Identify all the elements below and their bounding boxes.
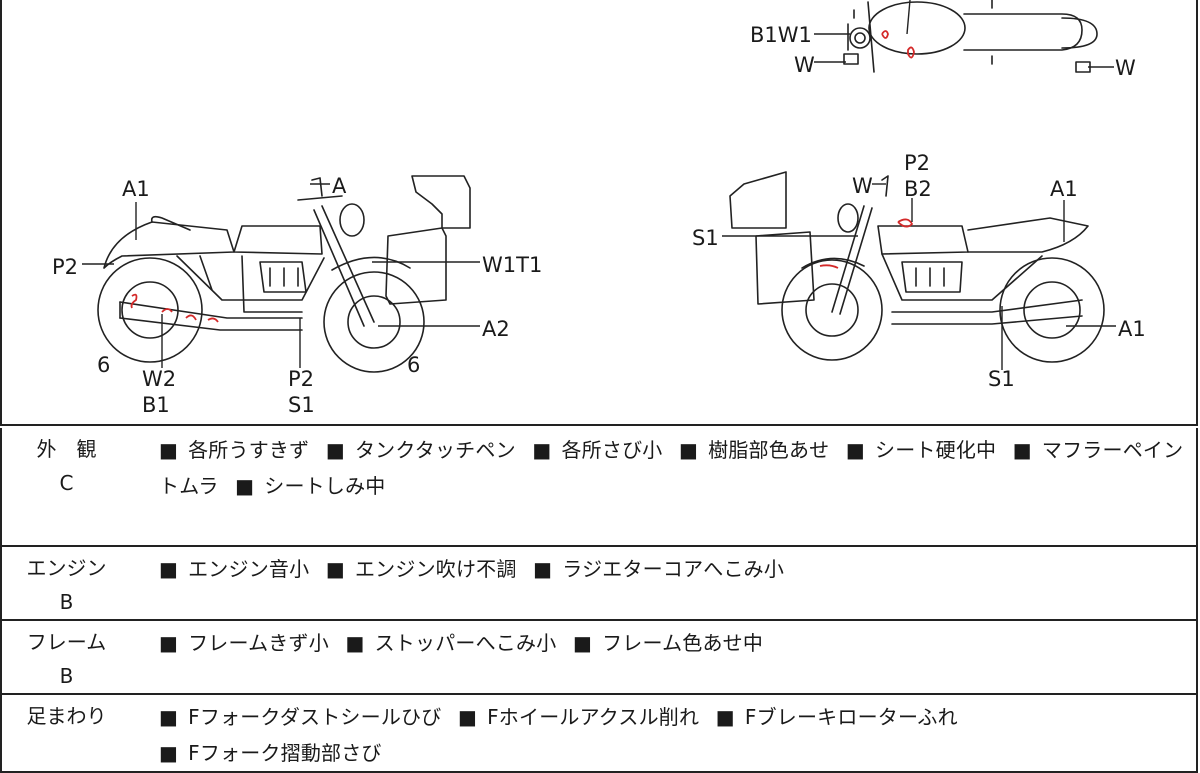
category-grade: B xyxy=(59,664,74,688)
items-cell: 各所うすきず タンクタッチペン 各所さび小 樹脂部色あせ シート硬化中 マフラー… xyxy=(131,428,1197,546)
label-left-front-tire-grade: 6 xyxy=(407,353,420,377)
condition-item: フレームきず小 xyxy=(159,631,329,655)
condition-item: フレーム色あせ中 xyxy=(573,631,763,655)
items-cell: エンジン音小 エンジン吹け不調 ラジエターコアへこみ小 xyxy=(131,546,1197,620)
section-row-frame: フレーム B フレームきず小 ストッパーへこみ小 フレーム色あせ中 xyxy=(1,620,1197,694)
label-left-a1: A1 xyxy=(122,177,150,201)
condition-item: 各所さび小 xyxy=(532,438,662,462)
label-right-w: W xyxy=(852,174,873,198)
condition-item: 各所うすきず xyxy=(159,438,309,462)
condition-item: エンジン音小 xyxy=(159,557,309,581)
label-left-a2: A2 xyxy=(482,317,510,341)
motorcycle-top-view: B1W1 W W xyxy=(750,0,1136,80)
condition-item: ラジエターコアへこみ小 xyxy=(533,557,784,581)
label-top-b1w1: B1W1 xyxy=(750,23,812,47)
label-left-s1: S1 xyxy=(288,393,315,417)
condition-item: Fフォーク摺動部さび xyxy=(159,741,382,765)
damage-diagram: B1W1 W W xyxy=(0,0,1198,426)
motorcycle-right-view: P2 B2 W A1 S1 A1 S1 xyxy=(692,151,1146,391)
label-left-w2: W2 xyxy=(142,367,176,391)
category-name: エンジン xyxy=(26,556,107,580)
category-name: 外 観 xyxy=(36,437,97,461)
category-grade: C xyxy=(59,471,74,495)
label-left-p2-lower: P2 xyxy=(288,367,314,391)
condition-item: エンジン吹け不調 xyxy=(326,557,517,581)
section-row-exterior: 外 観 C 各所うすきず タンクタッチペン 各所さび小 樹脂部色あせ シート硬化… xyxy=(1,428,1197,546)
condition-item: シートしみ中 xyxy=(235,474,385,498)
motorcycle-diagram-svg: B1W1 W W xyxy=(52,0,1146,417)
label-left-a: A xyxy=(332,174,347,198)
items-cell: Fフォークダストシールひび Fホイールアクスル削れ Fブレーキローターふれ Fフ… xyxy=(131,694,1197,772)
label-left-rear-tire-grade: 6 xyxy=(97,353,110,377)
condition-item: 樹脂部色あせ xyxy=(679,438,829,462)
category-cell: エンジン B xyxy=(1,546,131,620)
label-right-p2: P2 xyxy=(904,151,930,175)
condition-item: Fフォークダストシールひび xyxy=(159,705,441,729)
condition-item: タンクタッチペン xyxy=(326,438,516,462)
condition-item: シート硬化中 xyxy=(846,438,996,462)
label-left-w1t1: W1T1 xyxy=(482,253,542,277)
label-left-b1: B1 xyxy=(142,393,170,417)
label-right-s1-upper: S1 xyxy=(692,226,719,250)
category-cell: フレーム B xyxy=(1,620,131,694)
section-row-suspension: 足まわり Fフォークダストシールひび Fホイールアクスル削れ Fブレーキローター… xyxy=(1,694,1197,772)
category-name: フレーム xyxy=(26,630,107,654)
label-left-p2: P2 xyxy=(52,255,78,279)
category-grade: B xyxy=(59,590,74,614)
section-row-engine: エンジン B エンジン音小 エンジン吹け不調 ラジエターコアへこみ小 xyxy=(1,546,1197,620)
category-name: 足まわり xyxy=(26,704,107,728)
label-top-w-left: W xyxy=(794,53,815,77)
label-right-s1-lower: S1 xyxy=(988,367,1015,391)
category-cell: 外 観 C xyxy=(1,428,131,546)
category-cell: 足まわり xyxy=(1,694,131,772)
condition-item: ストッパーへこみ小 xyxy=(345,631,556,655)
condition-item: Fブレーキローターふれ xyxy=(716,705,958,729)
label-right-b2: B2 xyxy=(904,177,932,201)
condition-item: Fホイールアクスル削れ xyxy=(458,705,699,729)
label-right-a1-lower: A1 xyxy=(1118,317,1146,341)
condition-table: 外 観 C 各所うすきず タンクタッチペン 各所さび小 樹脂部色あせ シート硬化… xyxy=(0,428,1198,773)
items-cell: フレームきず小 ストッパーへこみ小 フレーム色あせ中 xyxy=(131,620,1197,694)
motorcycle-left-view: A1 A P2 W1T1 A2 6 W2 B1 P2 S1 6 xyxy=(52,174,542,417)
label-right-a1-upper: A1 xyxy=(1050,177,1078,201)
label-top-w-right: W xyxy=(1115,56,1136,80)
